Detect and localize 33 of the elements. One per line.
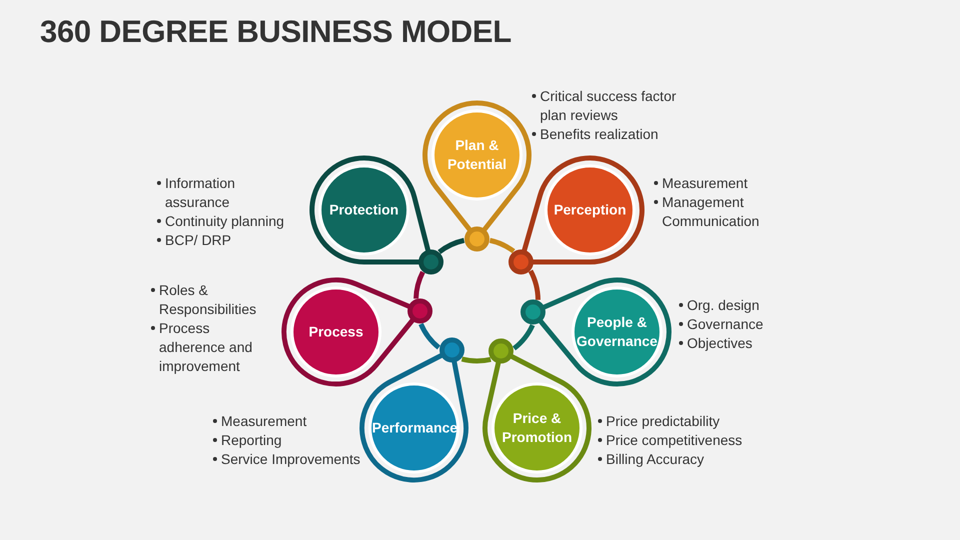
bullet-text: Continuity planning	[165, 212, 286, 231]
bullet-text: Critical success factor plan reviews	[540, 87, 677, 125]
pin-label: People & Governance	[576, 313, 658, 351]
pin-label: Perception	[552, 200, 628, 220]
bullet-text: Service Improvements	[221, 450, 362, 469]
bullet-text: Org. design	[687, 296, 760, 315]
bullet-text: Governance	[687, 315, 764, 334]
pin-label: Plan & Potential	[446, 136, 508, 174]
pin-label: Protection	[328, 200, 400, 220]
bullet-text: Management Communication	[662, 193, 760, 231]
bullet-text: Benefits realization	[540, 125, 660, 144]
bullet-text: Billing Accuracy	[606, 450, 706, 469]
ring-segment	[438, 238, 465, 254]
title: 360 DEGREE BUSINESS MODEL	[40, 14, 512, 50]
bullet-text: Reporting	[221, 431, 283, 450]
bullet-text: Roles & Responsibilities	[159, 281, 258, 319]
pin-label: Performance	[372, 418, 456, 438]
ring-segment	[489, 238, 516, 254]
bullet-text: Measurement	[221, 412, 308, 431]
bullet-text: Price predictability	[606, 412, 721, 431]
bullet-text: Objectives	[687, 334, 754, 353]
bullet-text: Information assurance	[165, 174, 236, 212]
pin-label: Price & Promotion	[501, 409, 573, 447]
bullet-text: Price competitiveness	[606, 431, 744, 450]
bullet-text: Measurement	[662, 174, 749, 193]
ring-segment	[461, 356, 492, 364]
ring-segment	[528, 270, 540, 300]
ring-segment	[418, 322, 440, 350]
ring-segment	[512, 324, 535, 350]
bullet-text: BCP/ DRP	[165, 231, 232, 250]
pin-label: Process	[308, 322, 364, 342]
ring-segment	[414, 270, 426, 299]
bullet-text: Process adherence and improvement	[159, 319, 254, 376]
